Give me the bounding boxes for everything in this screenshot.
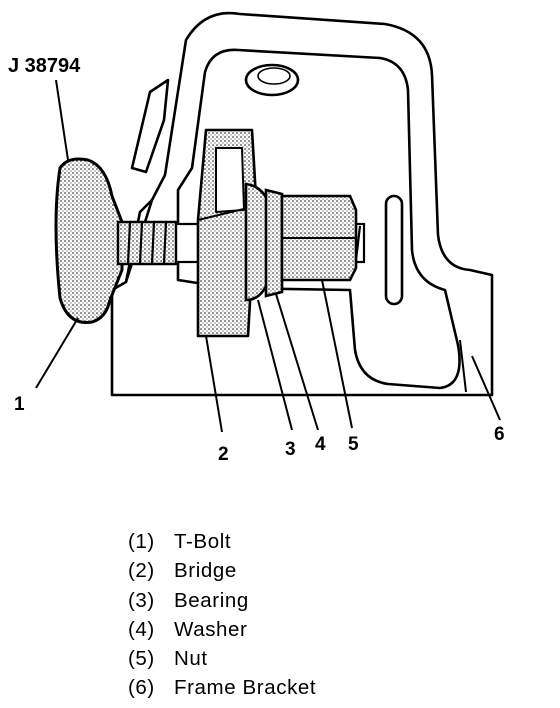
nut: [280, 194, 358, 282]
legend-number: (3): [128, 588, 155, 612]
legend-item: (3) Bearing: [128, 586, 316, 615]
tool-number-label: J 38794: [8, 55, 81, 77]
leader-3: [257, 299, 293, 431]
leader-6: [471, 355, 501, 421]
callout-1: 1: [14, 394, 25, 415]
frame-bracket-slot-right: [384, 194, 404, 306]
leader-1: [35, 317, 79, 389]
legend-number: (5): [128, 647, 155, 671]
leader-5: [321, 279, 353, 429]
legend-label: T-Bolt: [174, 530, 232, 553]
frame-bracket-outer: [110, 11, 494, 397]
callout-2: 2: [218, 444, 229, 465]
callout-4: 4: [315, 434, 326, 455]
parts-legend: (1) T-Bolt (2) Bridge (3) Bearing (4) Washer…: [128, 527, 316, 703]
frame-bracket-slot-left: [130, 78, 170, 174]
callout-5: 5: [348, 434, 359, 455]
leader-tool: [55, 79, 69, 161]
legend-item: (2) Bridge: [128, 556, 316, 585]
washer: [264, 188, 284, 298]
bridge: [196, 128, 258, 338]
legend-number: (2): [128, 559, 155, 583]
legend-label: Washer: [174, 617, 248, 641]
legend-item: (1) T-Bolt: [128, 527, 316, 556]
legend-number: (6): [128, 676, 155, 700]
legend-number: (4): [128, 617, 155, 641]
t-bolt: [54, 157, 178, 324]
leader-lines: [35, 79, 501, 433]
frame-bracket-top-hole: [244, 63, 300, 97]
callout-6: 6: [494, 424, 505, 445]
legend-label: Nut: [174, 647, 208, 671]
frame-bracket: [110, 11, 494, 397]
legend-label: Frame Bracket: [174, 676, 317, 700]
legend-item: (5) Nut: [128, 644, 316, 673]
callout-3: 3: [285, 439, 296, 460]
legend-number: (1): [128, 530, 155, 553]
leader-4: [275, 293, 319, 431]
legend-item: (6) Frame Bracket: [128, 673, 316, 702]
leader-2: [205, 335, 223, 433]
legend-item: (4) Washer: [128, 615, 316, 644]
frame-bracket-inner: [176, 48, 461, 390]
legend-label: Bridge: [174, 559, 237, 583]
legend-label: Bearing: [174, 588, 249, 612]
